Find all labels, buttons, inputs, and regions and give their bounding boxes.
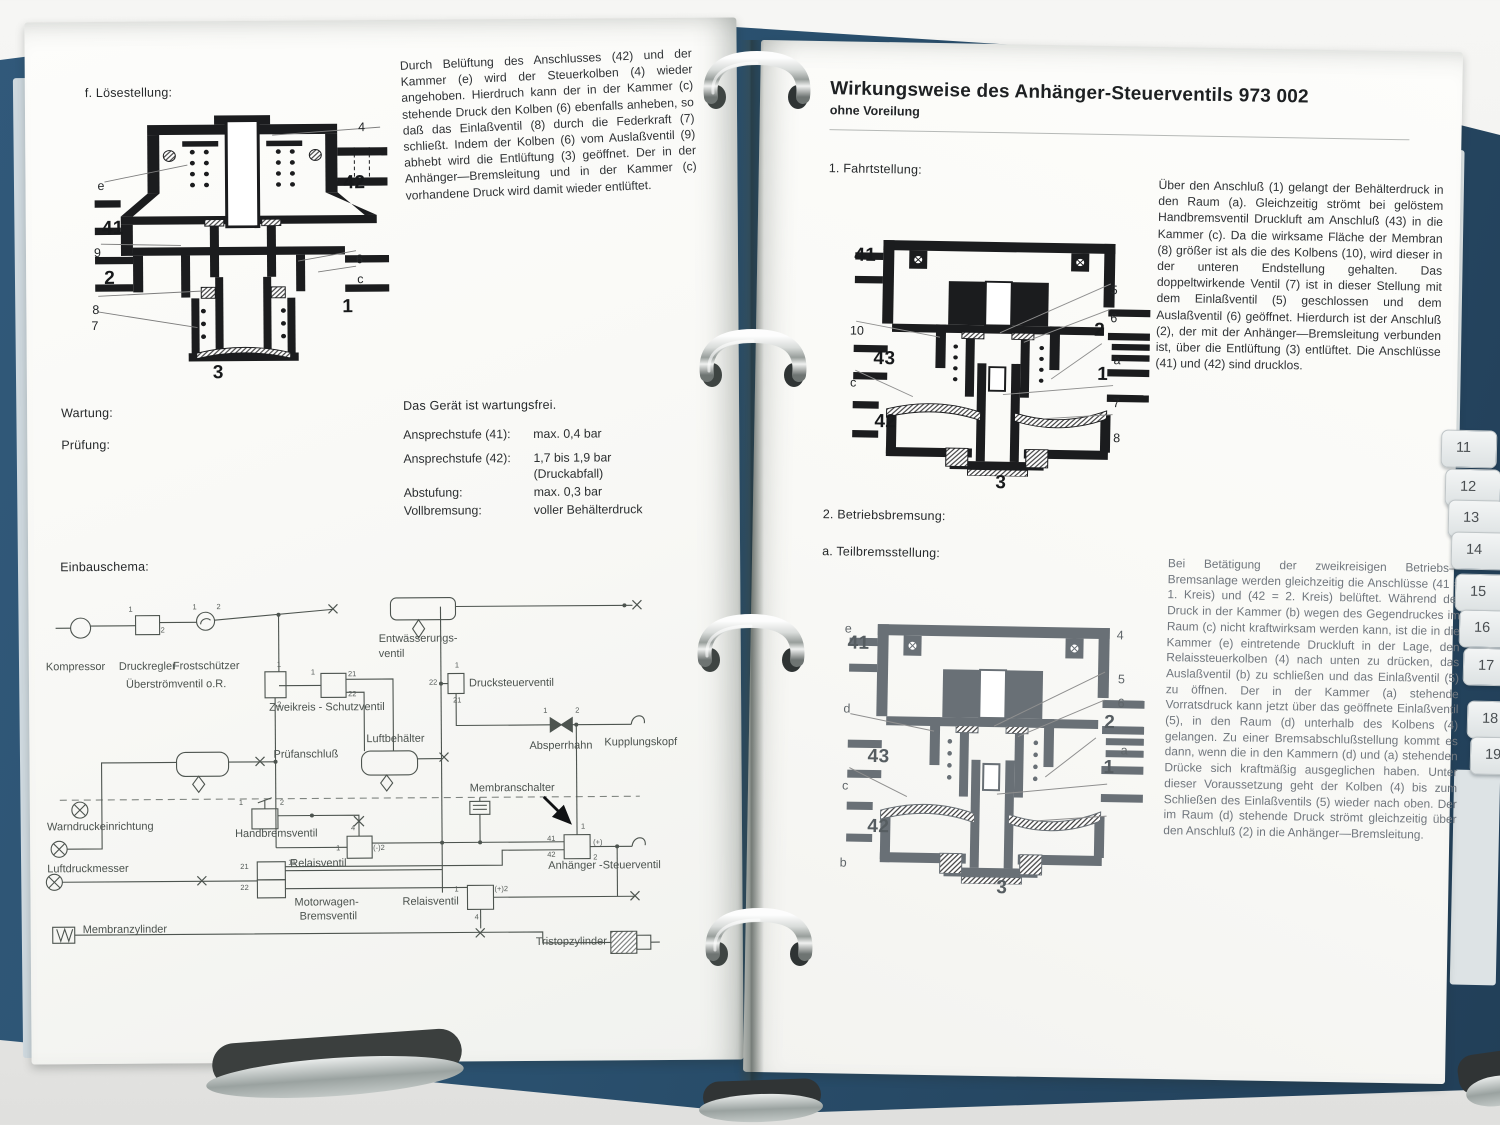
binder-ring-3 (691, 608, 811, 678)
einbauschema-linework (45, 596, 660, 954)
right-page: Wirkungsweise des Anhänger-Steuerventils… (743, 39, 1463, 1085)
title-rule (829, 129, 1410, 141)
spec-value: max. 0,4 bar (533, 426, 602, 441)
teilbremsstellung-valve-diagram (844, 622, 1147, 887)
spec-value: 1,7 bis 1,9 bar (533, 450, 612, 465)
section-heading-loesestellung: f. Lösestellung: (84, 85, 173, 101)
spec-label: Vollbremsung: (403, 503, 482, 518)
spec-label: Abstufung: (403, 485, 463, 500)
pruefung-label: Prüfung: (61, 437, 111, 453)
heading-betriebsbremsung: 2. Betriebsbremsung: (822, 507, 946, 524)
wartung-label: Wartung: (61, 405, 114, 421)
spec-label: Ansprechstufe (41): (403, 427, 511, 442)
binder-ring-2 (693, 323, 813, 393)
paragraph-teilbremsstellung: Bei Betätigung der zweikreisigen Betrieb… (1163, 556, 1462, 842)
binder-ring-4 (699, 902, 819, 972)
paragraph-fahrtstellung: Über den Anschluß (1) gelangt der Behält… (1155, 177, 1444, 373)
spec-value: voller Behälterdruck (533, 502, 643, 517)
spec-label: Ansprechstufe (42): (403, 451, 511, 466)
pointer-arrow-icon (542, 795, 572, 825)
page-subtitle: ohne Voreilung (829, 103, 920, 119)
wartung-value: Das Gerät ist wartungsfrei. (403, 397, 557, 413)
paragraph-loesestellung: Durch Belüftung des Anschlusses (42) und… (399, 46, 697, 203)
left-page: f. Lösestellung: (24, 17, 744, 1065)
tab-stack-edge (1449, 769, 1500, 986)
heading-teilbremsstellung: a. Teilbremsstellung: (822, 544, 941, 561)
fahrtstellung-valve-diagram (850, 238, 1153, 479)
binder-ring-1 (697, 45, 817, 115)
heading-fahrtstellung: 1. Fahrtstellung: (828, 161, 922, 177)
spec-value-note: (Druckabfall) (533, 466, 604, 481)
einbauschema-heading: Einbauschema: (60, 559, 149, 575)
loesestellung-valve-diagram (94, 115, 390, 362)
spec-value: max. 0,3 bar (533, 484, 603, 499)
